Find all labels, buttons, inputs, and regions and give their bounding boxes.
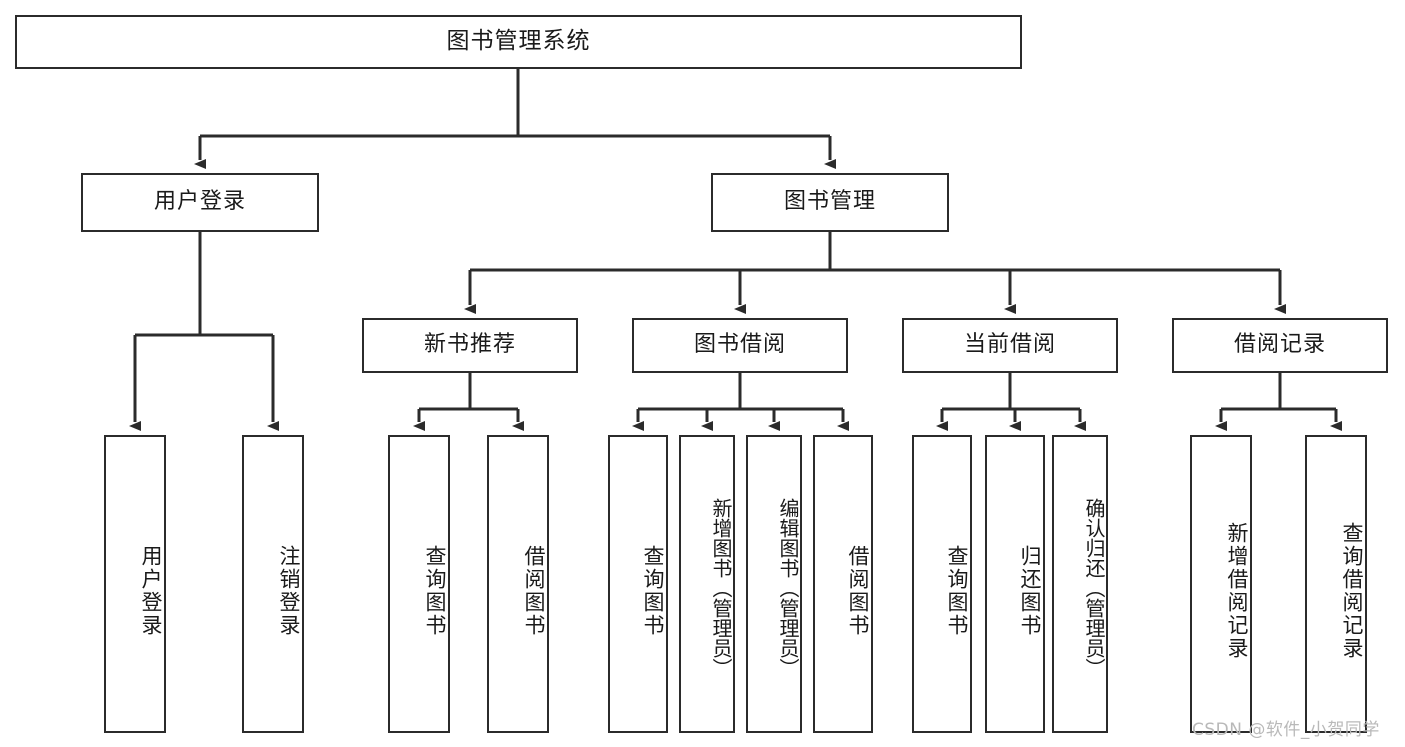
edges-new-book-rec xyxy=(413,373,524,431)
leaf-return-book-label: 归还图书 xyxy=(1018,545,1042,637)
node-user-login[interactable]: 用户登录 xyxy=(81,173,319,232)
leaf-query-book-current-label: 查询图书 xyxy=(945,545,969,637)
leaf-user-login[interactable]: 用户登录 xyxy=(104,435,166,733)
node-new-book-recommend[interactable]: 新书推荐 xyxy=(362,318,578,373)
leaf-add-borrow-record-label: 新增借阅记录 xyxy=(1225,522,1249,660)
edges-root xyxy=(194,69,836,169)
node-book-management-label: 图书管理 xyxy=(783,189,876,215)
node-current-borrow-label: 当前借阅 xyxy=(963,332,1056,358)
node-book-borrow[interactable]: 图书借阅 xyxy=(632,318,848,373)
leaf-query-book-rec-label: 查询图书 xyxy=(423,545,447,637)
leaf-query-book-borrow-label: 查询图书 xyxy=(641,545,665,637)
leaf-query-book-borrow[interactable]: 查询图书 xyxy=(608,435,668,733)
node-root[interactable]: 图书管理系统 xyxy=(15,15,1022,69)
node-borrow-record[interactable]: 借阅记录 xyxy=(1172,318,1388,373)
edges-book-manage xyxy=(464,232,1286,314)
node-user-login-label: 用户登录 xyxy=(153,189,246,215)
leaf-borrow-book-rec-label: 借阅图书 xyxy=(522,545,546,637)
leaf-add-book-admin-label: 新增图书（管理员） xyxy=(709,498,733,678)
leaf-borrow-book[interactable]: 借阅图书 xyxy=(813,435,873,733)
leaf-query-borrow-record-label: 查询借阅记录 xyxy=(1340,522,1364,660)
edges-borrow-record xyxy=(1215,373,1342,431)
edges-current-borrow xyxy=(936,373,1086,431)
leaf-logout-label: 注销登录 xyxy=(277,545,301,637)
leaf-edit-book-admin[interactable]: 编辑图书（管理员） xyxy=(746,435,802,733)
leaf-user-login-label: 用户登录 xyxy=(139,545,163,637)
leaf-query-borrow-record[interactable]: 查询借阅记录 xyxy=(1305,435,1367,733)
node-new-book-recommend-label: 新书推荐 xyxy=(423,332,516,358)
leaf-borrow-book-rec[interactable]: 借阅图书 xyxy=(487,435,549,733)
leaf-borrow-book-label: 借阅图书 xyxy=(846,545,870,637)
csdn-watermark: CSDN @软件_小贺同学 xyxy=(1192,720,1380,740)
edges-user-login xyxy=(129,232,279,431)
node-root-label: 图书管理系统 xyxy=(446,28,591,55)
leaf-add-book-admin[interactable]: 新增图书（管理员） xyxy=(679,435,735,733)
leaf-query-book-current[interactable]: 查询图书 xyxy=(912,435,972,733)
leaf-return-book[interactable]: 归还图书 xyxy=(985,435,1045,733)
node-current-borrow[interactable]: 当前借阅 xyxy=(902,318,1118,373)
leaf-confirm-return-admin[interactable]: 确认归还（管理员） xyxy=(1052,435,1108,733)
node-book-borrow-label: 图书借阅 xyxy=(693,332,786,358)
leaf-confirm-return-admin-label: 确认归还（管理员） xyxy=(1082,498,1106,678)
node-borrow-record-label: 借阅记录 xyxy=(1233,332,1326,358)
leaf-logout[interactable]: 注销登录 xyxy=(242,435,304,733)
edges-book-borrow xyxy=(632,373,849,431)
leaf-edit-book-admin-label: 编辑图书（管理员） xyxy=(776,498,800,678)
node-book-management[interactable]: 图书管理 xyxy=(711,173,949,232)
leaf-query-book-rec[interactable]: 查询图书 xyxy=(388,435,450,733)
leaf-add-borrow-record[interactable]: 新增借阅记录 xyxy=(1190,435,1252,733)
